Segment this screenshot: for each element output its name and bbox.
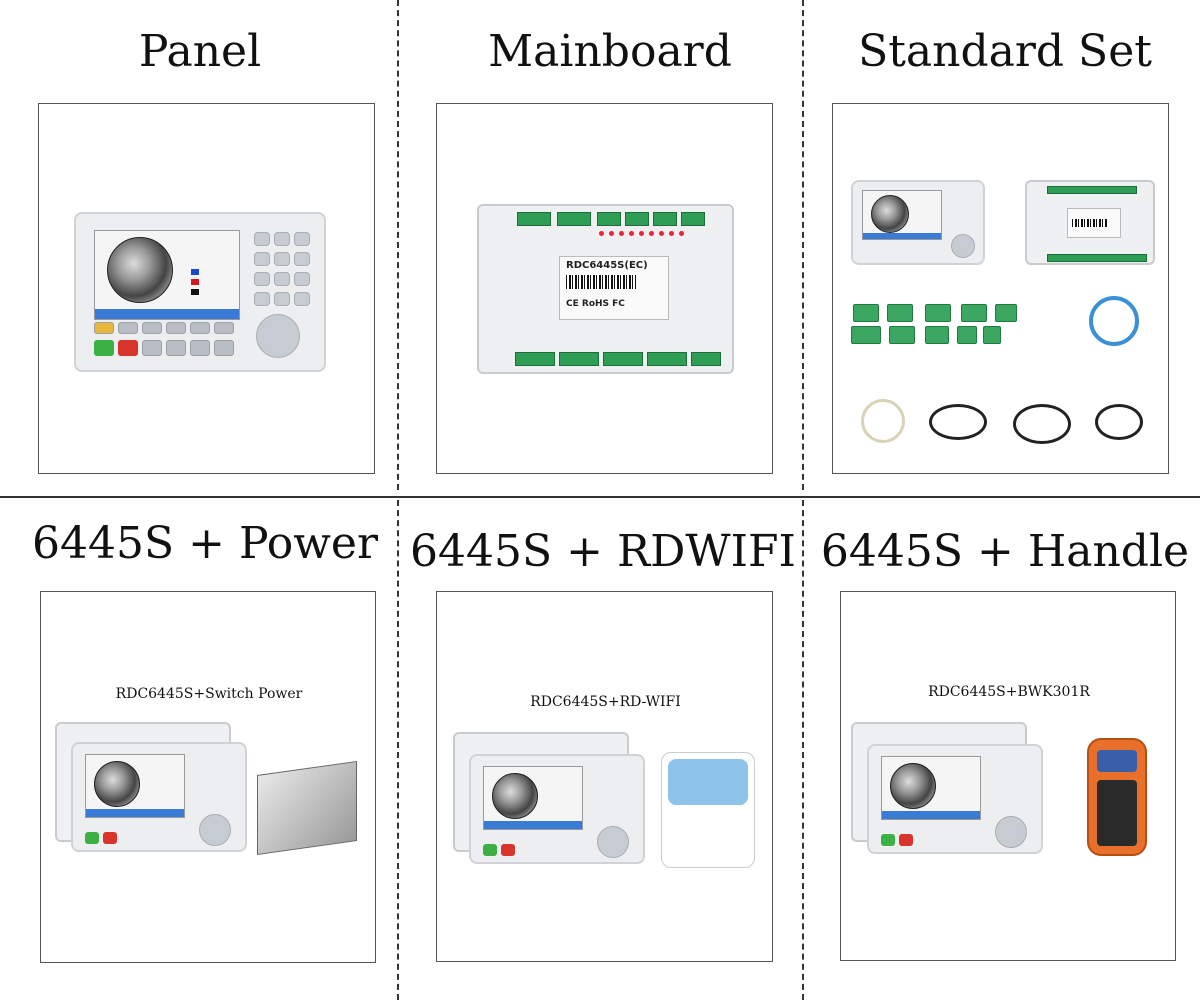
- divider-vertical-bottom-right: [802, 500, 804, 1000]
- panel-key-f1[interactable]: [94, 322, 114, 334]
- handle-panel-device: [867, 744, 1043, 854]
- board-marks-text: CE RoHS FC: [566, 299, 625, 309]
- screen-graphic: [107, 237, 173, 303]
- mainboard-device: RDC6445S(EC) CE RoHS FC: [477, 204, 734, 374]
- terminal-connector: [851, 326, 881, 344]
- terminal-connector: [925, 304, 951, 322]
- stop-button[interactable]: [118, 340, 138, 356]
- board-label: RDC6445S(EC) CE RoHS FC: [559, 256, 669, 320]
- terminal-connector: [957, 326, 977, 344]
- switch-power-supply: [257, 760, 357, 856]
- keypad-key[interactable]: [274, 252, 290, 266]
- set-mainboard-device: [1025, 180, 1155, 265]
- title-handle: 6445S + Handle: [820, 526, 1190, 577]
- handle-image-frame: RDC6445S+BWK301R: [840, 591, 1176, 961]
- title-rdwifi: 6445S + RDWIFI: [410, 526, 796, 577]
- terminal-connector: [853, 304, 879, 322]
- title-power: 6445S + Power: [31, 518, 378, 569]
- terminal-connector: [995, 304, 1017, 322]
- terminal-connector: [889, 326, 915, 344]
- panel-key-f3[interactable]: [142, 322, 162, 334]
- panel-key-frame[interactable]: [190, 340, 210, 356]
- terminal-connector: [961, 304, 987, 322]
- rdwifi-image-frame: RDC6445S+RD-WIFI: [436, 591, 773, 962]
- set-panel-device: [851, 180, 985, 265]
- terminal-connector: [925, 326, 949, 344]
- board-barcode: [566, 275, 636, 289]
- panel-key-f4[interactable]: [166, 322, 186, 334]
- mainboard-image-frame: RDC6445S(EC) CE RoHS FC: [436, 103, 773, 474]
- keypad-key[interactable]: [294, 252, 310, 266]
- keypad-key[interactable]: [274, 292, 290, 306]
- screen-status-bar: [95, 309, 239, 319]
- start-pause-button[interactable]: [94, 340, 114, 356]
- caption-rdwifi: RDC6445S+RD-WIFI: [530, 694, 681, 710]
- keypad-key[interactable]: [294, 232, 310, 246]
- usb-cable-white: [861, 399, 905, 443]
- control-panel-device: [74, 212, 326, 372]
- usb-cable-black: [929, 404, 987, 440]
- keypad-key[interactable]: [294, 272, 310, 286]
- keypad-key[interactable]: [254, 232, 270, 246]
- panel-key-f6[interactable]: [214, 322, 234, 334]
- panel-screen: [94, 230, 240, 320]
- direction-pad[interactable]: [256, 314, 300, 358]
- title-mainboard: Mainboard: [488, 26, 732, 77]
- caption-handle: RDC6445S+BWK301R: [928, 684, 1090, 700]
- panel-key-menu[interactable]: [142, 340, 162, 356]
- board-model-text: RDC6445S(EC): [566, 260, 648, 271]
- bwk301r-handle: [1087, 738, 1147, 856]
- power-cable-black: [1013, 404, 1071, 444]
- panel-key-f2[interactable]: [118, 322, 138, 334]
- keypad-key[interactable]: [254, 272, 270, 286]
- title-panel: Panel: [138, 26, 262, 77]
- keypad-key[interactable]: [254, 292, 270, 306]
- title-standard-set: Standard Set: [858, 26, 1152, 77]
- terminal-connector: [887, 304, 913, 322]
- panel-image-frame: [38, 103, 375, 474]
- power-panel-device: [71, 742, 247, 852]
- keypad-key[interactable]: [254, 252, 270, 266]
- keypad-key[interactable]: [274, 272, 290, 286]
- rdwifi-panel-device: [469, 754, 645, 864]
- power-image-frame: RDC6445S+Switch Power: [40, 591, 376, 963]
- signal-cable-black: [1095, 404, 1143, 440]
- panel-key-origin[interactable]: [166, 340, 186, 356]
- divider-vertical-top-left: [397, 0, 399, 490]
- divider-vertical-bottom-left: [397, 500, 399, 1000]
- standard-set-image-frame: [832, 103, 1169, 474]
- caption-power: RDC6445S+Switch Power: [115, 686, 303, 702]
- network-cable: [1089, 296, 1139, 346]
- keypad-key[interactable]: [274, 232, 290, 246]
- terminal-connector: [983, 326, 1001, 344]
- divider-horizontal: [0, 496, 1200, 498]
- rd-wifi-module: [661, 752, 755, 868]
- divider-vertical-top-right: [802, 0, 804, 490]
- panel-key-file[interactable]: [214, 340, 234, 356]
- panel-key-f5[interactable]: [190, 322, 210, 334]
- keypad-key[interactable]: [294, 292, 310, 306]
